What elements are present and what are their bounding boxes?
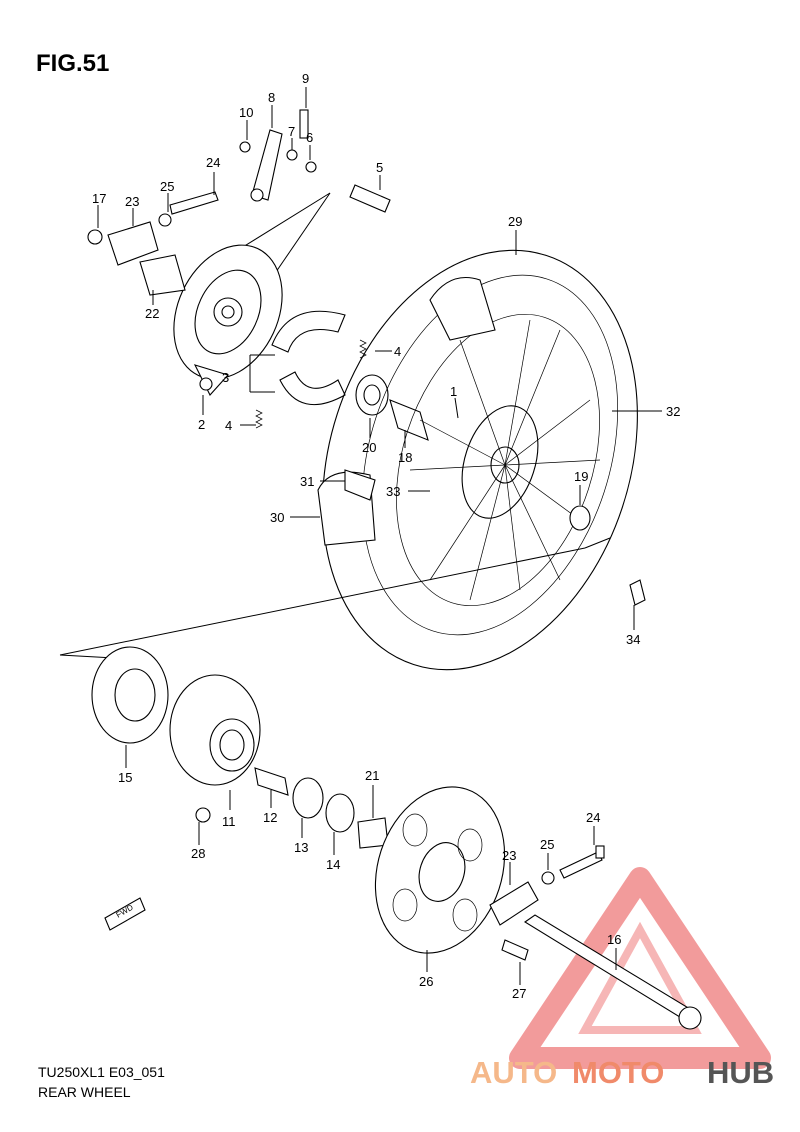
callout-34: 34: [626, 632, 640, 647]
callout-4a: 4: [394, 344, 401, 359]
callout-22: 22: [145, 306, 159, 321]
callout-labels: 1 2 3 4 4 5 6 7 8 9 10 11 12 13 14 15 16…: [92, 71, 680, 1001]
callout-21: 21: [365, 768, 379, 783]
callout-13: 13: [294, 840, 308, 855]
callout-20: 20: [362, 440, 376, 455]
brake-cam-parts: [87, 109, 391, 296]
diagram-name: REAR WHEEL: [38, 1084, 131, 1100]
watermark-text-hub: HUB: [707, 1055, 774, 1090]
callout-4b: 4: [225, 418, 232, 433]
callout-18: 18: [398, 450, 412, 465]
callout-31: 31: [300, 474, 314, 489]
diagram-code: TU250XL1 E03_051: [38, 1064, 165, 1080]
callout-9: 9: [302, 71, 309, 86]
callout-2: 2: [198, 417, 205, 432]
figure-title: FIG.51: [36, 50, 110, 77]
callout-17: 17: [92, 191, 106, 206]
callout-3: 3: [222, 370, 229, 385]
callout-28: 28: [191, 846, 205, 861]
diagram-footer: TU250XL1 E03_051 REAR WHEEL: [38, 1062, 165, 1102]
callout-12: 12: [263, 810, 277, 825]
callout-14: 14: [326, 857, 340, 872]
callout-27: 27: [512, 986, 526, 1001]
callout-1: 1: [450, 384, 457, 399]
callout-24b: 24: [586, 810, 600, 825]
callout-23b: 23: [502, 848, 516, 863]
watermark-text-auto: AUTO: [470, 1055, 557, 1090]
watermark-text-moto: MOTO: [572, 1055, 664, 1090]
brake-shoes: [249, 310, 346, 406]
callout-25b: 25: [540, 837, 554, 852]
callout-5: 5: [376, 160, 383, 175]
callout-23a: 23: [125, 194, 139, 209]
callout-32: 32: [666, 404, 680, 419]
fwd-arrow-marker: FWD: [104, 897, 146, 931]
callout-10: 10: [239, 105, 253, 120]
callout-6: 6: [306, 130, 313, 145]
callout-7: 7: [288, 124, 295, 139]
axle-assembly: [489, 845, 702, 1030]
watermark-logo: [509, 867, 771, 1069]
callout-29: 29: [508, 214, 522, 229]
rear-sprocket: [374, 786, 506, 954]
callout-30: 30: [270, 510, 284, 525]
callout-24a: 24: [206, 155, 220, 170]
callout-8: 8: [268, 90, 275, 105]
callout-16: 16: [607, 932, 621, 947]
callout-11: 11: [222, 814, 236, 829]
damper-and-drum: [91, 646, 389, 849]
callout-19: 19: [574, 469, 588, 484]
callout-leaders: [97, 87, 662, 985]
brake-panel: [173, 244, 283, 396]
callout-15: 15: [118, 770, 132, 785]
callout-26: 26: [419, 974, 433, 989]
hub-bearings: [355, 374, 429, 441]
rear-wheel: [317, 249, 646, 671]
springs: [255, 339, 367, 429]
callout-33: 33: [386, 484, 400, 499]
callout-25a: 25: [160, 179, 174, 194]
watermark-text: AUTO MOTO HUB: [470, 1055, 774, 1090]
